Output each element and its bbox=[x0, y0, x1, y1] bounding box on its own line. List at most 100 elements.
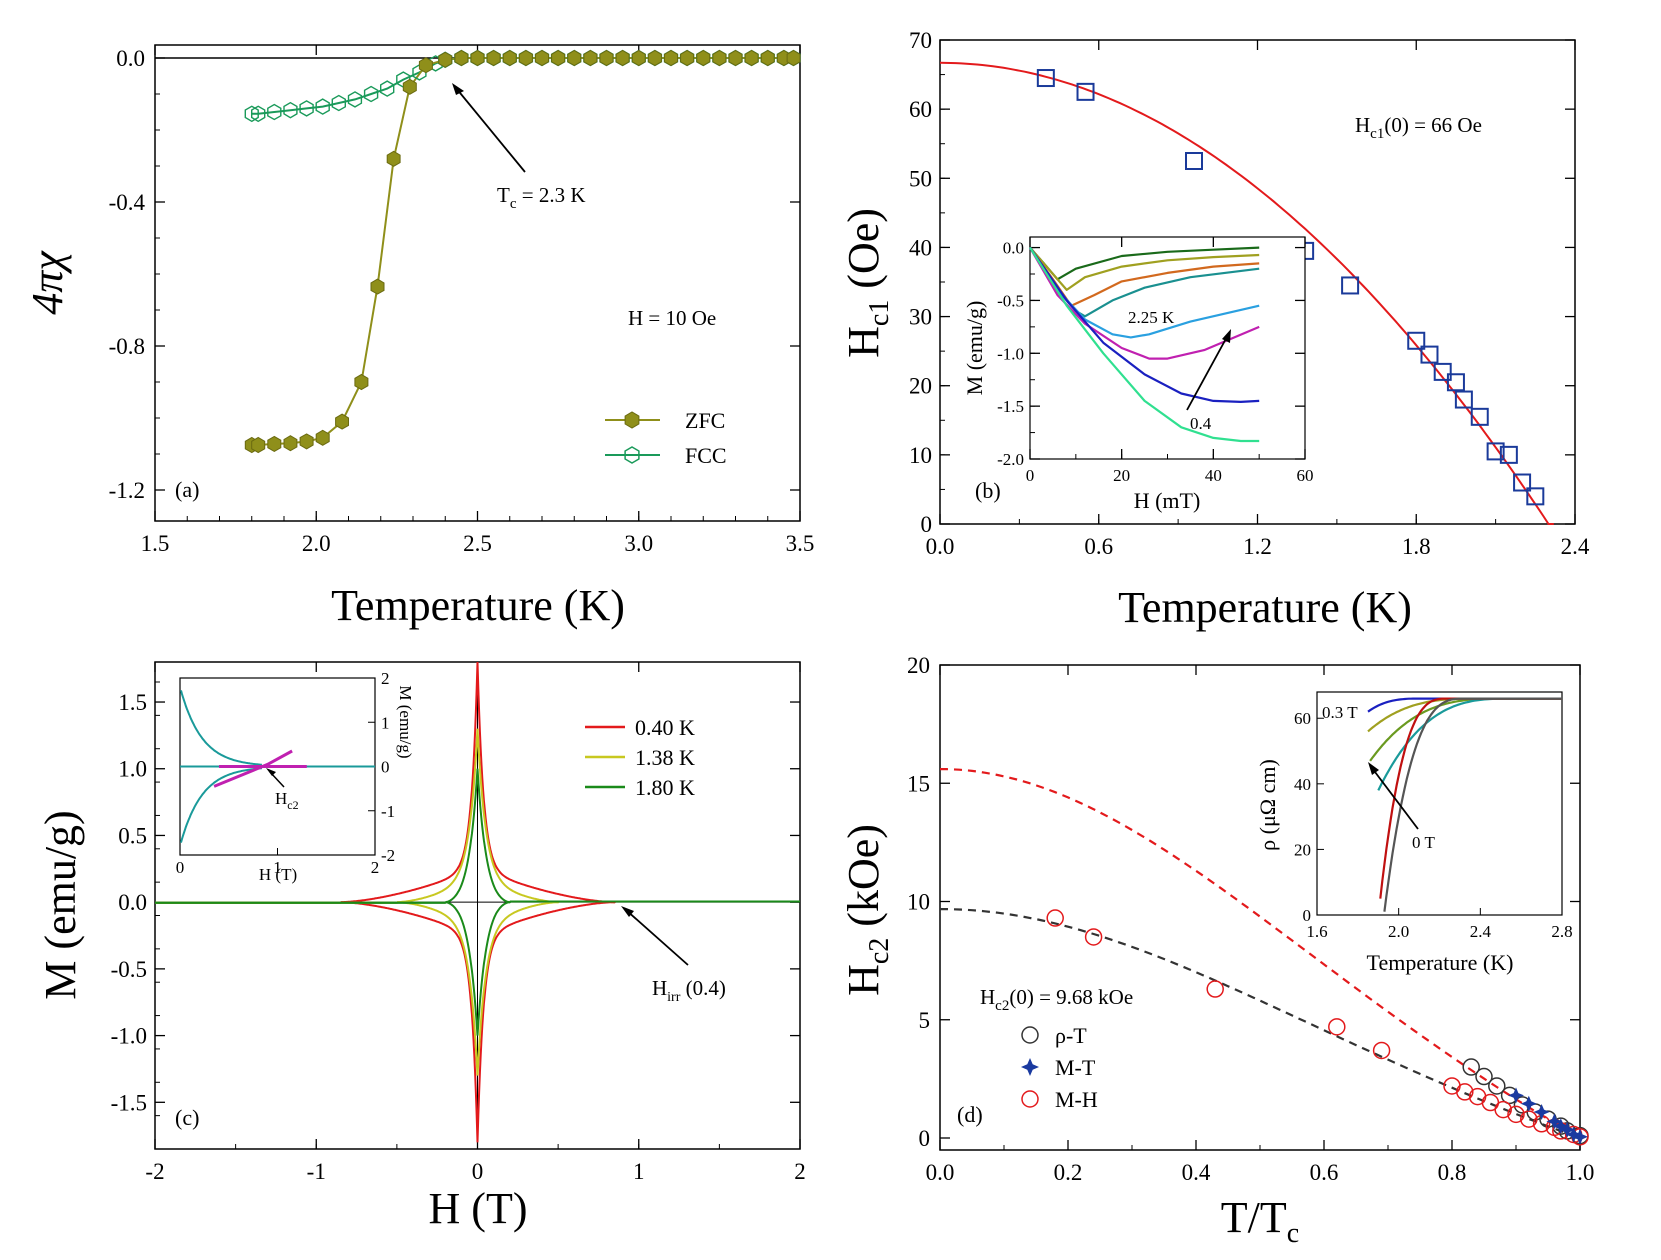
zfc-point bbox=[567, 49, 582, 67]
zfc-point bbox=[712, 49, 727, 67]
hc1-point bbox=[1446, 373, 1465, 392]
inset-b-curve-1 bbox=[1029, 246, 1260, 291]
y-tick-label: 1.0 bbox=[118, 757, 147, 782]
inset-c-arrow bbox=[266, 768, 285, 788]
x-tick-label: 0.0 bbox=[926, 1160, 955, 1185]
panel-d-legend: ρ-T M-T M-H bbox=[1021, 1023, 1098, 1112]
inset-c-x-tick-label: 1 bbox=[273, 858, 282, 877]
y-tick-label: 70 bbox=[909, 28, 932, 53]
y-tick-label: 0.0 bbox=[1003, 239, 1024, 258]
mh-point bbox=[1206, 980, 1224, 998]
mh-point bbox=[1046, 909, 1064, 927]
panel-d-ylabel: Hc2 (kOe) bbox=[839, 824, 895, 996]
fcc-point bbox=[250, 105, 266, 123]
y-tick-label: 0.0 bbox=[116, 46, 145, 71]
y-tick-label: 50 bbox=[909, 166, 932, 191]
mt-point bbox=[1572, 1128, 1588, 1145]
inset-d-arrow bbox=[1368, 762, 1419, 830]
mt-point bbox=[1520, 1095, 1537, 1112]
x-tick-label: 2 bbox=[794, 1159, 806, 1184]
zfc-point bbox=[283, 435, 298, 452]
inset-b-curve-7 bbox=[1029, 247, 1260, 443]
zfc-point bbox=[267, 435, 282, 452]
x-tick-label: 2.4 bbox=[1561, 534, 1590, 559]
zfc-point bbox=[518, 49, 533, 67]
inset-b-ylabel: M (emu/g) bbox=[962, 301, 987, 396]
mh-point bbox=[1443, 1077, 1461, 1095]
inset-c-y-tick-label: 0 bbox=[381, 758, 390, 777]
y-tick-label: -1.0 bbox=[111, 1024, 147, 1049]
panel-a-legend: ZFC FCC bbox=[605, 408, 727, 468]
zfc-point bbox=[551, 49, 566, 67]
inset-c-x-tick-label: 0 bbox=[176, 858, 185, 877]
x-tick-label: 0.6 bbox=[1310, 1160, 1339, 1185]
x-tick-label: 3.0 bbox=[624, 531, 653, 556]
inset-c-y-tick-label: 2 bbox=[381, 669, 390, 688]
inset-d-y-tick-label: 60 bbox=[1294, 709, 1311, 728]
x-tick-label: 1 bbox=[633, 1159, 645, 1184]
inset-b-arrow bbox=[1186, 329, 1231, 411]
panel-c-legend: 0.40 K 1.38 K 1.80 K bbox=[585, 715, 695, 800]
y-tick-label: 60 bbox=[909, 97, 932, 122]
zfc-point bbox=[744, 49, 759, 67]
fcc-point bbox=[347, 91, 363, 108]
zfc-point bbox=[728, 49, 743, 67]
zfc-point bbox=[696, 49, 711, 67]
inset-b-xlabel: H (mT) bbox=[1134, 488, 1201, 513]
y-tick-label: 15 bbox=[907, 771, 930, 796]
inset-c-upper bbox=[180, 690, 262, 766]
inset-c-y-tick-label: -1 bbox=[381, 802, 395, 821]
inset-d-x-tick-label: 2.4 bbox=[1470, 922, 1492, 941]
panel-c-hirr-label: Hirr (0.4) bbox=[652, 976, 726, 1005]
mh-lower-2 bbox=[155, 900, 800, 1036]
panel-d-hc2-label: Hc2(0) = 9.68 kOe bbox=[980, 985, 1133, 1014]
mt-point bbox=[1533, 1104, 1550, 1120]
fcc-point bbox=[299, 100, 314, 117]
panel-c-xlabel: H (T) bbox=[429, 1184, 528, 1233]
rhoT-point bbox=[1462, 1058, 1480, 1076]
zfc-point bbox=[251, 436, 266, 454]
legend-c-2: 1.80 K bbox=[635, 775, 695, 800]
hc1-point bbox=[1470, 407, 1489, 426]
fcc-point bbox=[363, 85, 379, 103]
zfc-point bbox=[402, 78, 417, 95]
y-tick-label: 40 bbox=[909, 235, 932, 260]
zfc-point bbox=[599, 49, 614, 67]
zfc-point bbox=[631, 49, 646, 67]
inset-c-y-tick-label: 1 bbox=[381, 713, 390, 732]
inset-b-label-high: 2.25 K bbox=[1128, 308, 1175, 327]
x-tick-label: 1.5 bbox=[141, 531, 170, 556]
hc1-point bbox=[1407, 331, 1426, 350]
mh-point bbox=[1084, 928, 1103, 946]
panel-b-xlabel: Temperature (K) bbox=[1118, 583, 1412, 632]
y-tick-label: 20 bbox=[907, 653, 930, 678]
zfc-point bbox=[664, 49, 678, 67]
rhoT-point bbox=[1488, 1077, 1506, 1095]
rhoT-point bbox=[1475, 1067, 1493, 1086]
y-tick-label: -0.5 bbox=[997, 291, 1024, 310]
inset-d-ylabel: ρ (μΩ cm) bbox=[1255, 759, 1280, 851]
mt-point bbox=[1508, 1087, 1524, 1104]
x-tick-label: 2.0 bbox=[302, 531, 331, 556]
mh-point bbox=[1494, 1100, 1512, 1119]
panel-a-xlabel: Temperature (K) bbox=[331, 581, 625, 630]
panel-a-ylabel: 4πχ bbox=[23, 250, 72, 315]
inset-c-xlabel: H (T) bbox=[259, 865, 297, 884]
inset-d-x-tick-label: 1.6 bbox=[1306, 922, 1327, 941]
hc1-fit-curve bbox=[939, 61, 1554, 525]
y-tick-label: -1.0 bbox=[997, 344, 1024, 363]
zfc-point bbox=[760, 49, 775, 67]
hc1-point bbox=[1036, 69, 1055, 88]
hc1-point bbox=[1420, 345, 1439, 364]
x-tick-label: 1.0 bbox=[1566, 1160, 1595, 1185]
y-tick-label: 20 bbox=[909, 374, 932, 399]
zfc-point bbox=[386, 150, 401, 167]
fcc-point bbox=[267, 103, 282, 121]
inset-c-lower bbox=[180, 767, 262, 843]
zfc-line bbox=[251, 57, 794, 446]
zfc-point bbox=[315, 429, 330, 446]
